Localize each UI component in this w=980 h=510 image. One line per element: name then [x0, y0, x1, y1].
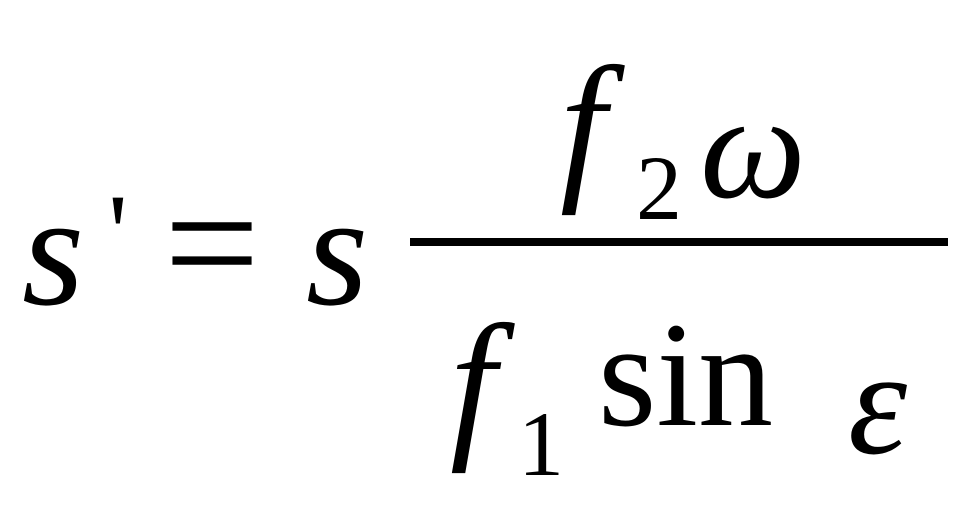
numerator-subscript: 2 — [636, 137, 682, 239]
denominator-sin-function: sin — [598, 292, 774, 458]
numerator-omega: ω — [700, 64, 806, 230]
numerator-f: f — [560, 33, 606, 216]
equals-sign: = — [164, 149, 260, 337]
lhs-variable-s: s — [22, 161, 85, 339]
denominator-epsilon: ε — [848, 320, 908, 486]
fraction-bar — [410, 238, 948, 246]
denominator-subscript: 1 — [518, 393, 564, 495]
rhs-variable-s: s — [306, 161, 369, 339]
lhs-prime-mark: ' — [108, 172, 128, 294]
denominator-f: f — [450, 291, 496, 474]
